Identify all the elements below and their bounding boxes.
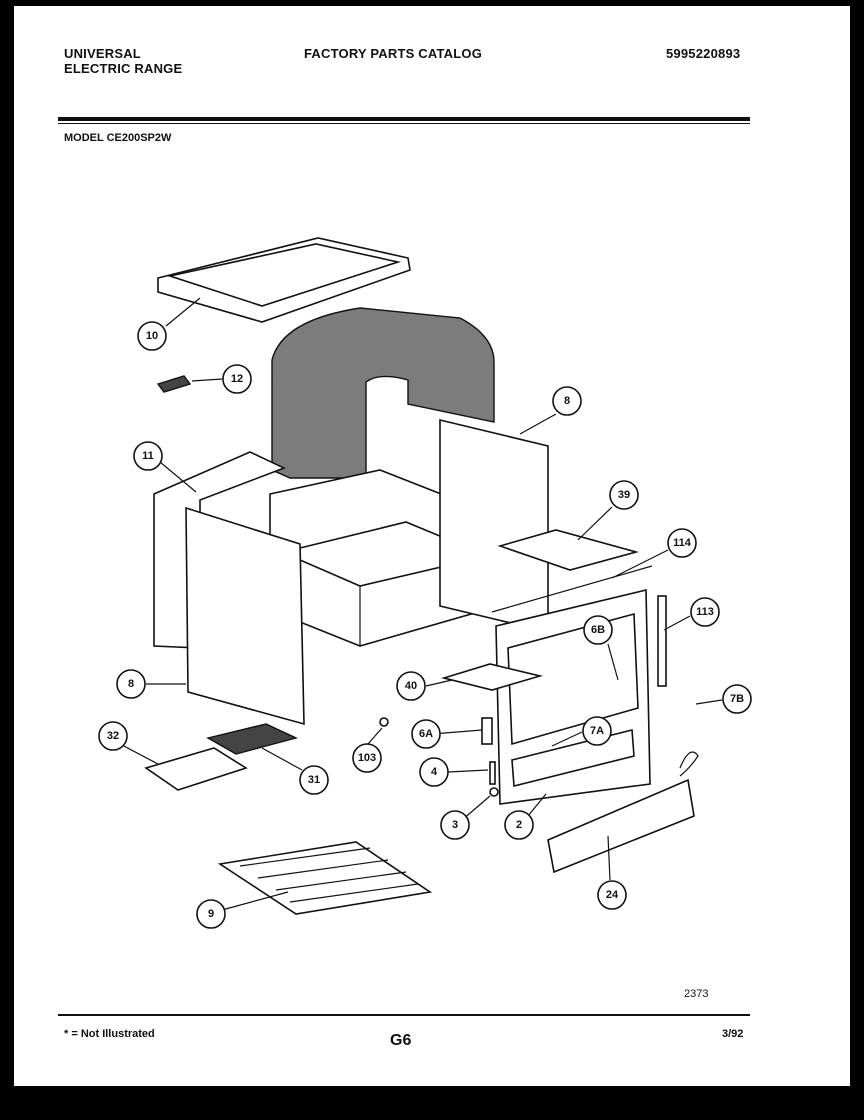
part-rod-114 [491,565,653,613]
part-oven-rack-9 [217,841,433,915]
callout-3: 3 [440,810,470,840]
model-label: MODEL CE200SP2W [64,132,172,144]
callout-4: 4 [419,757,449,787]
callout-39: 39 [609,480,639,510]
callout-9: 9 [196,899,226,929]
part-bracket-12 [156,375,192,393]
callout-6b: 6B [583,615,613,645]
drawing-reference: 2373 [684,988,709,1000]
callout-10: 10 [137,321,167,351]
callout-113-label: 113 [696,606,714,618]
callout-7a: 7A [582,716,612,746]
callout-113: 113 [690,597,720,627]
callout-4-label: 4 [431,766,438,778]
footer-note: * = Not Illustrated [64,1028,155,1040]
part-hinge-6a [481,717,493,745]
part-strip-113 [657,595,667,687]
callout-31: 31 [299,765,329,795]
part-rack-39 [497,529,640,571]
callout-114-label: 114 [673,537,692,549]
catalog-number: 5995220893 [666,46,741,61]
callout-103: 103 [352,743,382,773]
callout-40-label: 40 [405,680,417,692]
part-insulation-wrap [271,307,495,479]
callout-7a-label: 7A [590,725,604,737]
footer-rule [58,1014,750,1016]
catalog-title: FACTORY PARTS CATALOG [304,46,483,61]
revision-date: 3/92 [722,1028,744,1040]
callout-8-back-label: 8 [564,395,570,407]
callout-9-label: 9 [208,908,214,920]
brand-heading: UNIVERSAL ELECTRIC RANGE [64,46,182,76]
callout-6a: 6A [411,719,441,749]
part-hinge-7b [679,751,699,777]
part-cooktop [157,237,411,323]
callout-10-label: 10 [146,330,158,342]
callout-6b-label: 6B [591,624,605,636]
part-broil-grid-31 [206,723,299,755]
callout-11: 11 [133,441,163,471]
callout-8-side-label: 8 [128,678,134,690]
callout-24-label: 24 [606,889,619,901]
part-screw-3 [489,787,499,797]
callout-6a-label: 6A [419,728,433,740]
header-rule-thin [58,123,750,124]
callout-12: 12 [222,364,252,394]
part-oven-door [495,588,651,805]
callout-2: 2 [504,810,534,840]
callout-31-label: 31 [308,774,320,786]
callout-114: 114 [667,528,697,558]
part-spring-4 [489,761,496,785]
part-element-40 [441,663,544,691]
part-drawer-front-24 [547,778,695,874]
callout-32: 32 [98,721,128,751]
callout-7b-label: 7B [730,693,744,705]
callout-3-label: 3 [452,819,458,831]
callout-24: 24 [597,880,627,910]
callout-8-side: 8 [116,669,146,699]
callout-7b: 7B [722,684,752,714]
brand-line-1: UNIVERSAL [64,46,141,61]
part-broil-pan-32 [144,747,248,791]
callout-40: 40 [396,671,426,701]
brand-line-2: ELECTRIC RANGE [64,61,183,76]
callout-39-label: 39 [618,489,630,501]
callout-12-label: 12 [231,373,243,385]
callout-32-label: 32 [107,730,119,742]
part-screw-103 [379,717,389,727]
callout-8-back: 8 [552,386,582,416]
header-rule [58,117,750,121]
callout-103-label: 103 [358,752,376,764]
callout-11-label: 11 [142,450,154,462]
page-number: G6 [390,1032,412,1049]
part-side-panel-left [185,506,305,726]
callout-2-label: 2 [516,819,522,831]
